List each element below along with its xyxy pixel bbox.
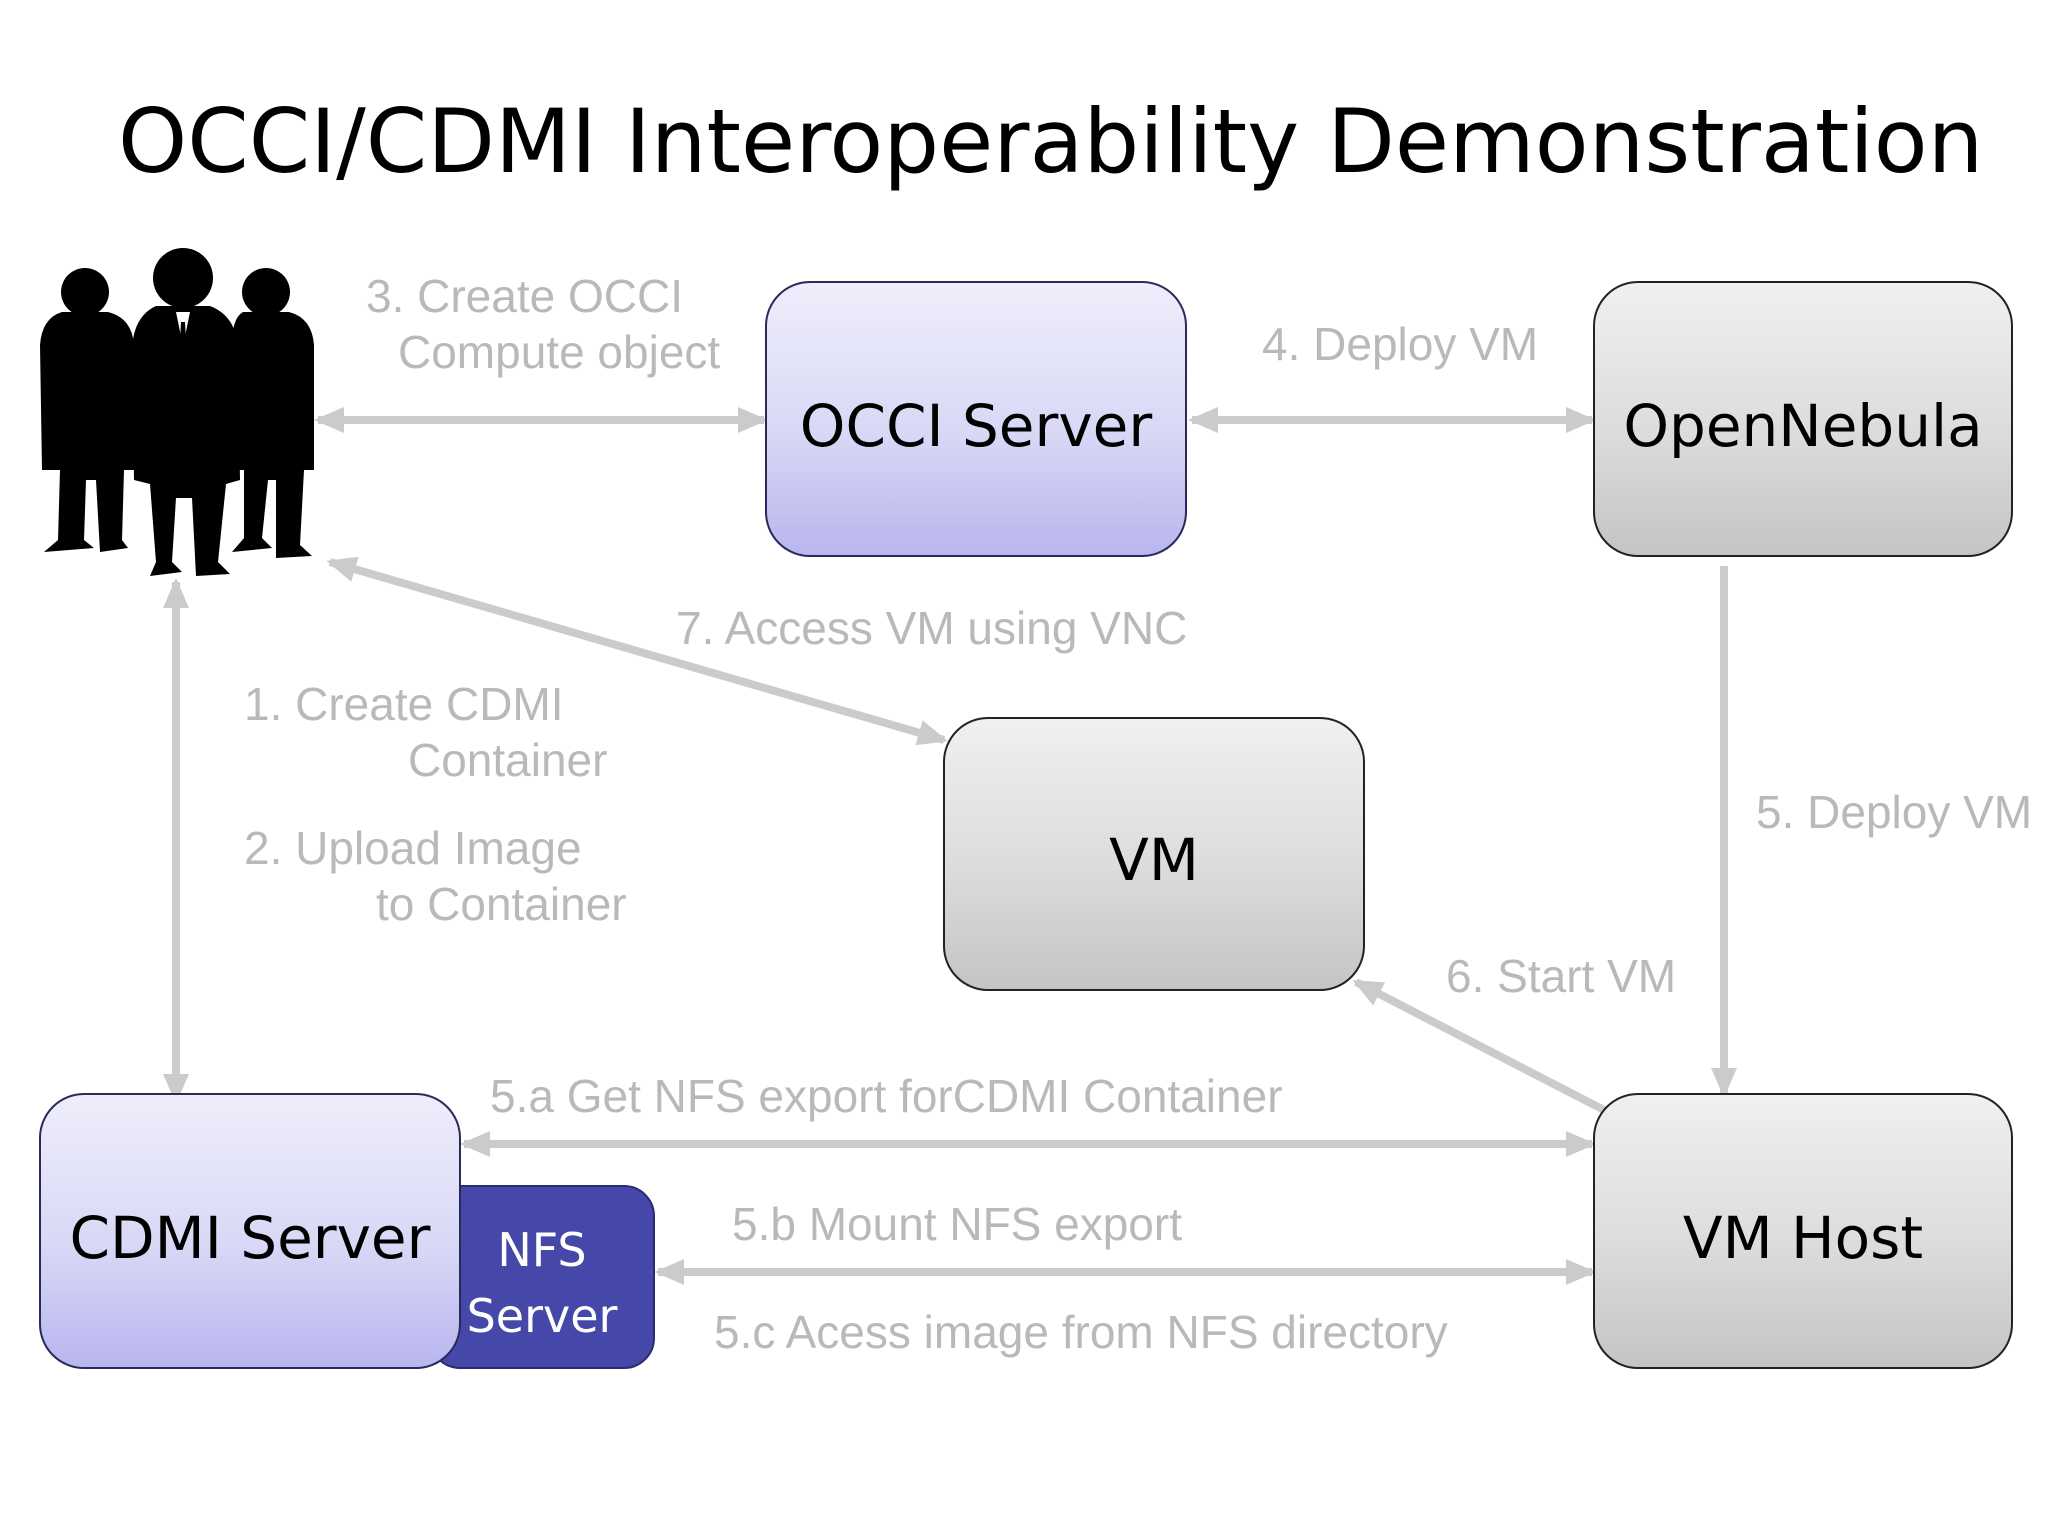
step-1-label: 1. Create CDMI (244, 678, 564, 730)
node-label: Server (467, 1289, 618, 1343)
node-opennebula: OpenNebula (1593, 281, 2013, 557)
step-7-label: 7. Access VM using VNC (676, 602, 1187, 654)
node-vm: VM (943, 717, 1365, 991)
node-label: OpenNebula (1623, 392, 1982, 460)
step-5c-label: 5.c Acess image from NFS directory (714, 1306, 1448, 1358)
step-5b-label: 5.b Mount NFS export (732, 1198, 1182, 1250)
people-silhouette-icon (40, 248, 314, 576)
step-5-label: 5. Deploy VM (1756, 786, 2032, 838)
step-1-label-line2: Container (408, 734, 607, 786)
node-occi-server: OCCI Server (765, 281, 1187, 557)
node-nfs-server: NFS Server (429, 1185, 655, 1369)
connector-arrows (163, 407, 1737, 1285)
arrow-users-vm (326, 556, 948, 746)
page-title: OCCI/CDMI Interoperability Demonstration (118, 90, 1983, 193)
step-3-label: 3. Create OCCI (366, 270, 683, 322)
node-label: CDMI Server (70, 1204, 431, 1272)
arrow-vmhost-vm (1352, 978, 1606, 1114)
node-cdmi-server: CDMI Server (39, 1093, 461, 1369)
node-label: NFS (497, 1223, 586, 1277)
step-2-label-line2: to Container (376, 878, 627, 930)
step-2-label: 2. Upload Image (244, 822, 582, 874)
node-vm-host: VM Host (1593, 1093, 2013, 1369)
node-label: VM Host (1683, 1204, 1923, 1272)
step-6-label: 6. Start VM (1446, 950, 1676, 1002)
node-label: VM (1109, 826, 1199, 894)
step-4-label: 4. Deploy VM (1262, 318, 1538, 370)
step-3-label-line2: Compute object (398, 326, 720, 378)
node-label: OCCI Server (800, 392, 1153, 460)
step-5a-label: 5.a Get NFS export forCDMI Container (490, 1070, 1283, 1122)
step-labels: 3. Create OCCI Compute object 4. Deploy … (244, 270, 2032, 1358)
